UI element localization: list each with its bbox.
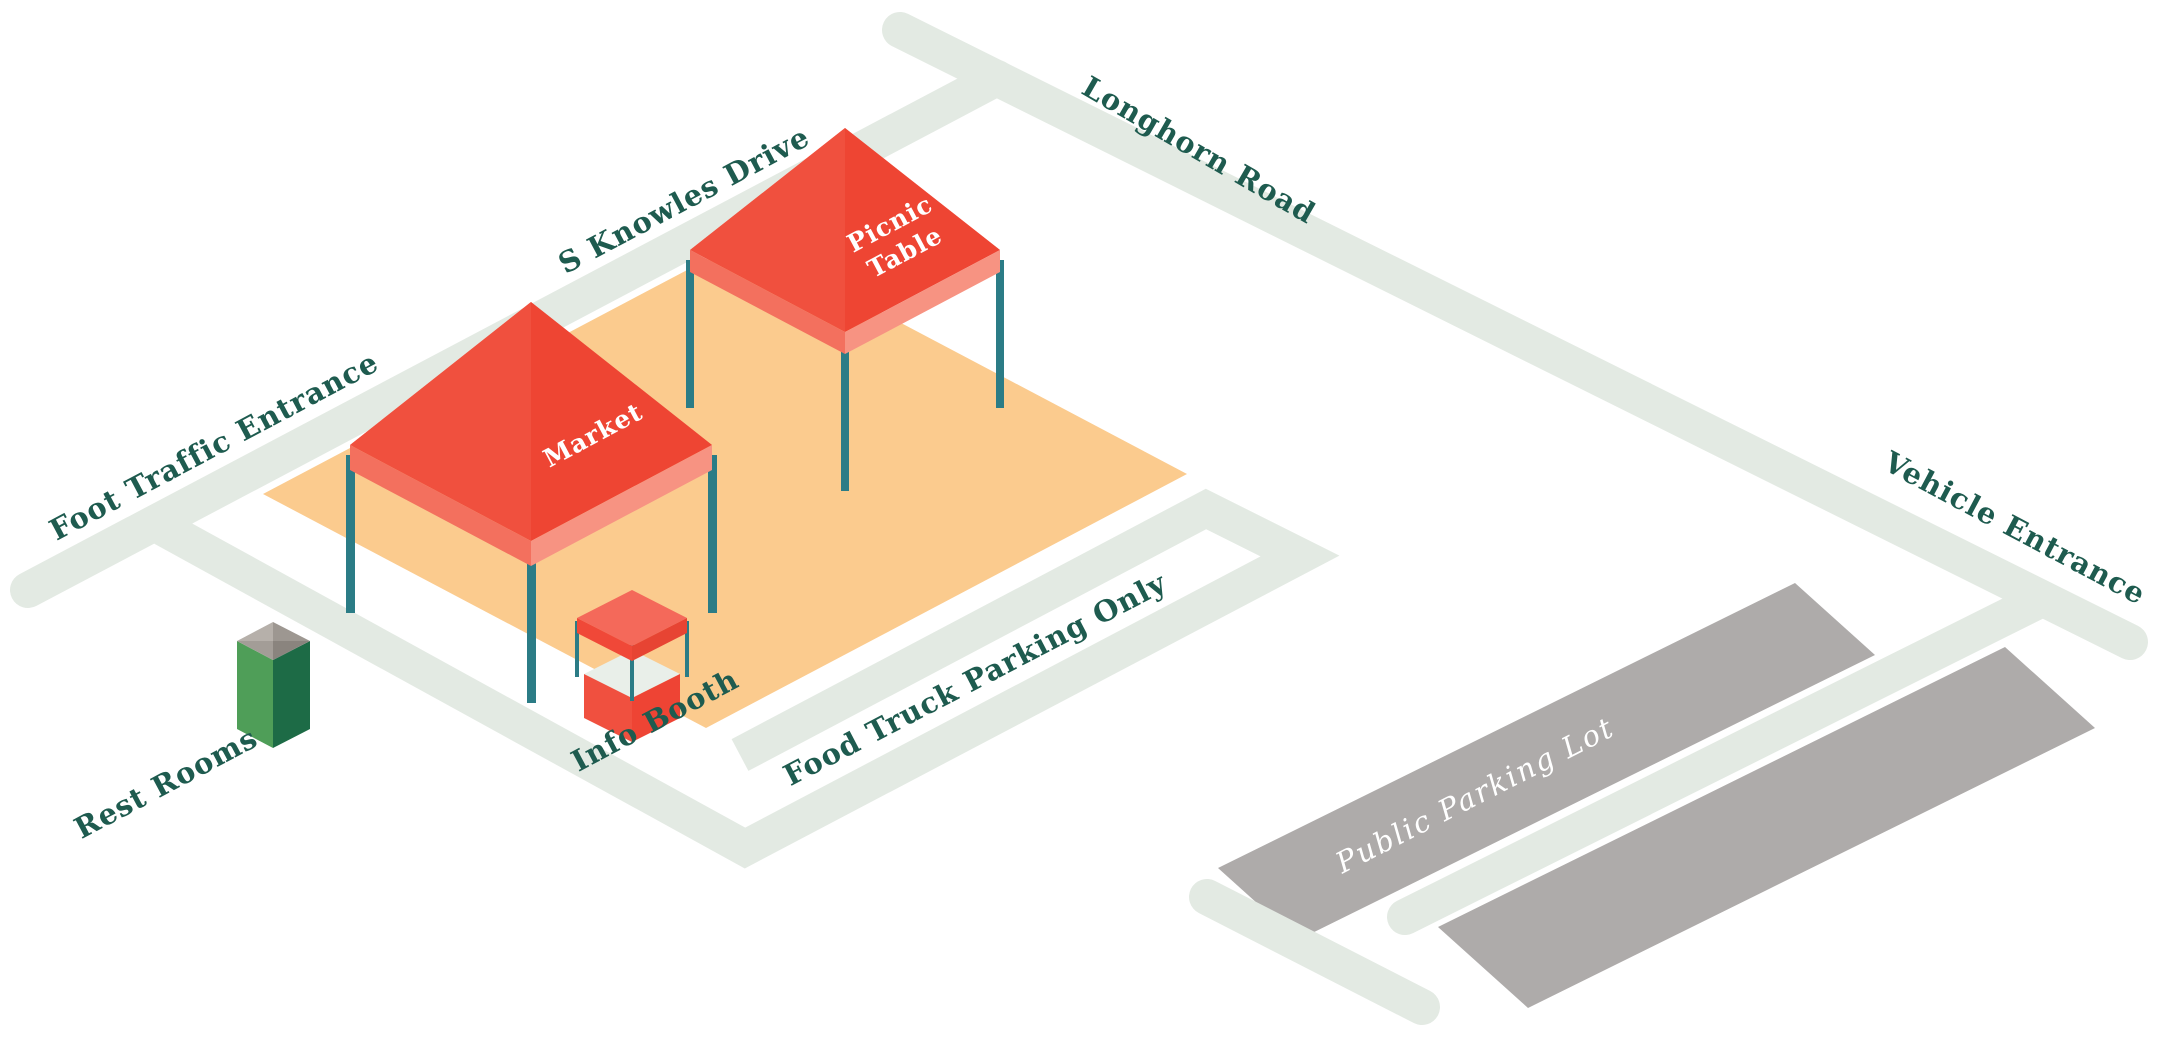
road-parking-lot-end <box>1189 879 1440 1025</box>
market-tent: Market <box>346 302 717 703</box>
road-vehicle-entrance-lane <box>1387 582 2058 935</box>
rest-rooms-top-nw <box>237 622 273 641</box>
rest-rooms-top-sw <box>237 641 273 660</box>
rest-rooms-top-se <box>273 641 310 660</box>
info-booth-post-right <box>685 621 689 677</box>
info-booth-roof-skirt-right <box>632 618 687 661</box>
market-ground <box>263 240 1187 728</box>
rest-rooms-left-face <box>237 641 273 748</box>
picnic-tent-skirt-right <box>845 250 1000 354</box>
parking-strip-lower <box>1438 647 2095 1008</box>
rest-rooms-right-face <box>273 641 310 748</box>
picnic-tent-roof-front-right <box>845 128 1000 332</box>
label-rest-rooms: Rest Rooms <box>69 721 263 846</box>
info-booth-base-right <box>632 674 680 742</box>
picnic-tent-pole-right <box>996 260 1004 408</box>
picnic-tent-skirt-left <box>690 250 845 354</box>
road-longhorn <box>882 12 2148 660</box>
parking-strip-upper <box>1218 583 1875 940</box>
market-tent-pole-front <box>527 553 536 703</box>
market-tent-roof-front-left <box>350 302 531 541</box>
public-parking-lot <box>1218 583 2095 1008</box>
picnic-tent-pole-front <box>841 345 849 491</box>
picnic-tent-roof-front-left <box>690 128 845 332</box>
info-booth-roof-skirt-left <box>577 618 632 661</box>
market-tent-pole-left <box>346 455 355 613</box>
picnic-table-tent: Picnic Table <box>686 128 1004 491</box>
market-tent-roof-front-right <box>531 302 712 541</box>
road-food-truck-loop <box>154 488 1340 869</box>
info-booth-post-left <box>575 621 579 677</box>
rest-rooms-structure <box>237 622 310 748</box>
market-tent-skirt-left <box>350 445 531 566</box>
market-tent-skirt-right <box>531 445 712 566</box>
info-booth-post-front <box>630 649 634 701</box>
rest-rooms-top-ne <box>273 622 310 641</box>
info-booth-structure <box>575 590 689 742</box>
market-tent-pole-right <box>708 455 717 613</box>
picnic-tent-pole-left <box>686 260 694 408</box>
info-booth-base-left <box>584 674 632 742</box>
